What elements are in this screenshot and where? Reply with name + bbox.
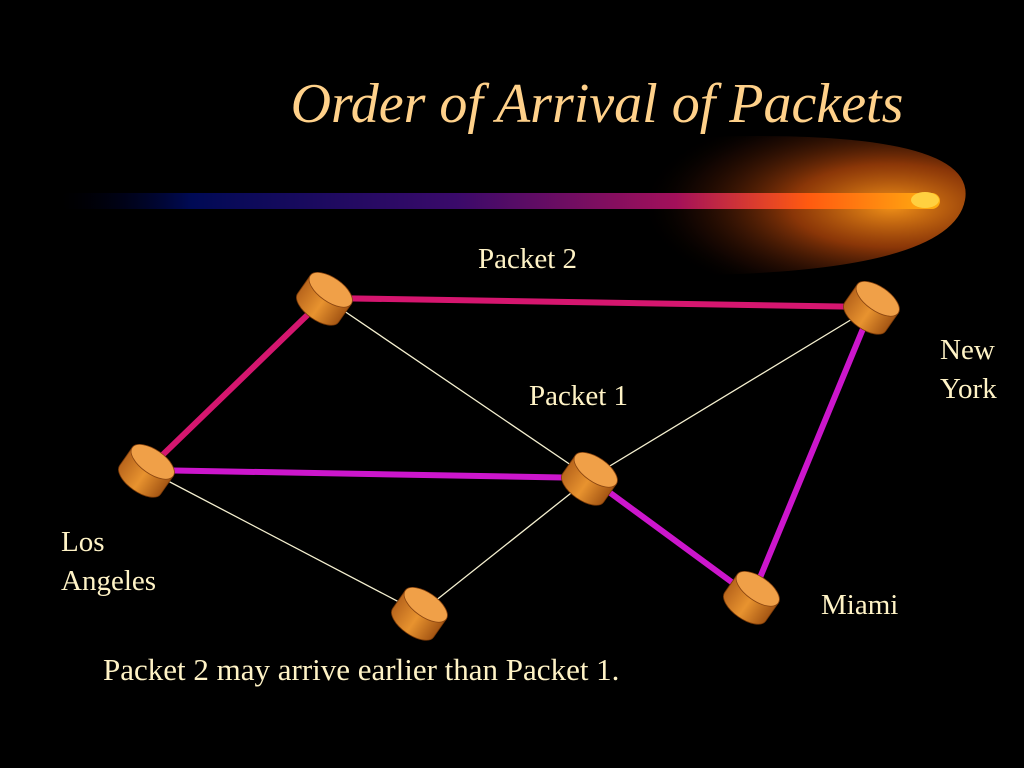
packet-1-label: Packet 1 [529,380,629,412]
link-packet1-los-angeles-center [144,467,593,481]
router-node-los-angeles [118,444,175,498]
link-packet1-center-miami [587,475,755,600]
router-node-miami [723,571,780,625]
nodes-layer [118,272,900,641]
link-packet1-miami-new-york [749,304,875,600]
slide-title: Order of Arrival of Packets [290,73,904,135]
comet-core [911,192,939,208]
router-node-top-left [296,272,353,326]
link-packet2-top-left-new-york [322,295,875,310]
link-thin-center-new-york [589,306,873,479]
link-thin-bottom-center [419,477,591,614]
link-thin-los-angeles-bottom [146,469,421,614]
comet-beam [60,193,940,209]
new-york-label: New York [940,334,997,406]
router-node-center [561,452,618,506]
link-packet2-los-angeles-top-left [144,295,328,473]
los-angeles-label: Los Angeles [61,526,157,598]
diagram-caption: Packet 2 may arrive earlier than Packet … [103,652,620,687]
link-thin-top-left-center [324,297,591,479]
links-layer [144,295,875,614]
miami-label: Miami [821,589,899,621]
packet-2-label: Packet 2 [478,243,578,275]
router-node-bottom [391,587,448,641]
comet-decoration [60,136,966,276]
router-node-new-york [843,281,900,335]
